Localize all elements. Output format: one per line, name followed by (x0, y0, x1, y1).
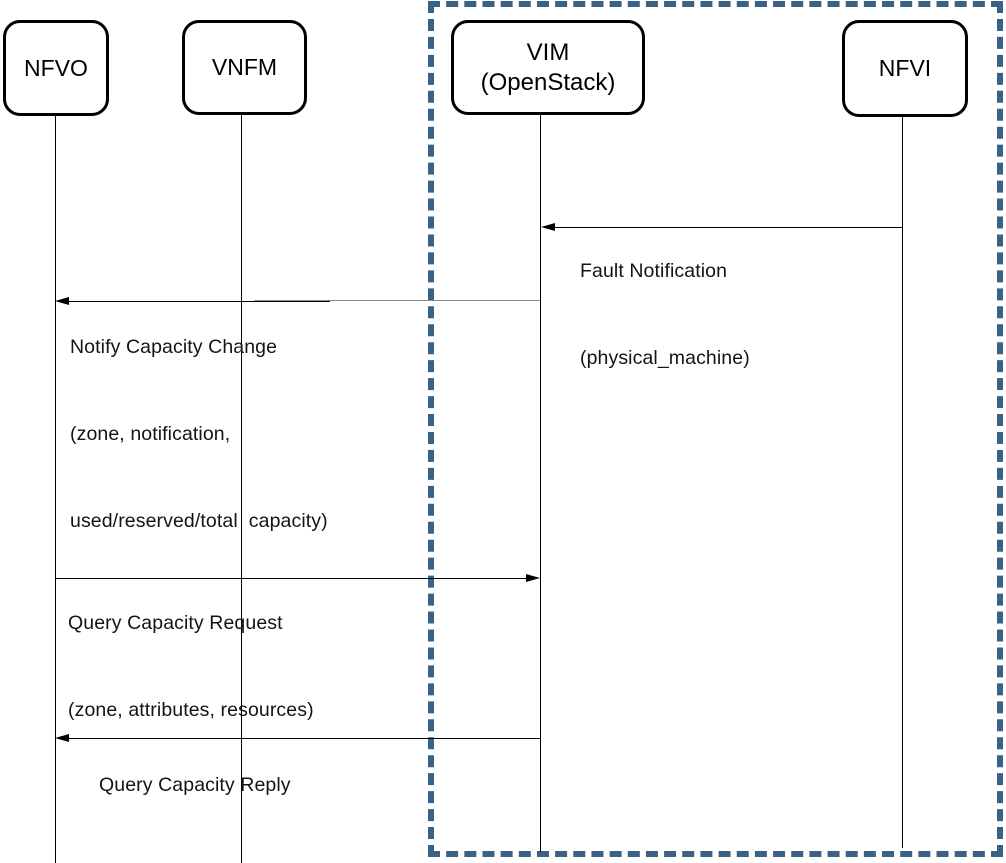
actor-nfvi: NFVI (842, 20, 968, 117)
actor-vim: VIM (OpenStack) (451, 20, 645, 115)
query-capacity-request-line2: (zone, attributes, resources) (68, 699, 314, 721)
actor-vim-label-line2: (OpenStack) (480, 68, 616, 96)
lifeline-vnfm (240, 115, 242, 863)
actor-vnfm-label: VNFM (211, 54, 278, 81)
actor-nfvo: NFVO (3, 20, 109, 116)
arrow-line-query-capacity-reply (66, 738, 540, 740)
lifeline-vim (539, 115, 541, 852)
arrowhead-query-capacity-reply-icon (55, 733, 69, 742)
actor-nfvi-label: NFVI (878, 55, 932, 82)
query-capacity-request-line1: Query Capacity Request (68, 612, 283, 634)
arrow-line-notify-capacity-change (66, 301, 330, 303)
fault-notification-line1: Fault Notification (580, 260, 728, 282)
query-capacity-reply-line1: Query Capacity Reply (99, 774, 291, 796)
arrowhead-notify-capacity-change-icon (55, 296, 69, 305)
message-label-query-capacity-reply: Query Capacity Reply (zone, used/reserve… (93, 713, 411, 863)
arrow-line-query-capacity-request (55, 578, 527, 580)
query-capacity-reply-line2: (zone, used/reserved/total capacity) (93, 858, 411, 863)
actor-vnfm: VNFM (182, 20, 307, 115)
arrow-line-notify-capacity-change-right (254, 299, 540, 301)
actor-nfvo-label: NFVO (24, 54, 88, 81)
notify-capacity-change-line2: (zone, notification, (70, 423, 231, 445)
message-label-fault-notification: Fault Notification (physical_machine) (580, 199, 750, 431)
arrowhead-fault-notification-icon (541, 222, 555, 231)
notify-capacity-change-line1: Notify Capacity Change (70, 336, 278, 358)
message-label-notify-capacity-change: Notify Capacity Change (zone, notificati… (70, 275, 328, 594)
arrow-line-fault-notification (552, 227, 902, 229)
arrowhead-query-capacity-request-icon (526, 573, 540, 582)
actor-vim-label-line1: VIM (526, 39, 570, 67)
lifeline-nfvi (901, 117, 903, 848)
notify-capacity-change-line3: used/reserved/total capacity) (70, 510, 328, 532)
vim-nfvi-boundary-box (428, 1, 1003, 857)
fault-notification-line2: (physical_machine) (580, 347, 750, 369)
message-label-query-capacity-request: Query Capacity Request (zone, attributes… (68, 551, 314, 783)
lifeline-nfvo (54, 116, 56, 863)
